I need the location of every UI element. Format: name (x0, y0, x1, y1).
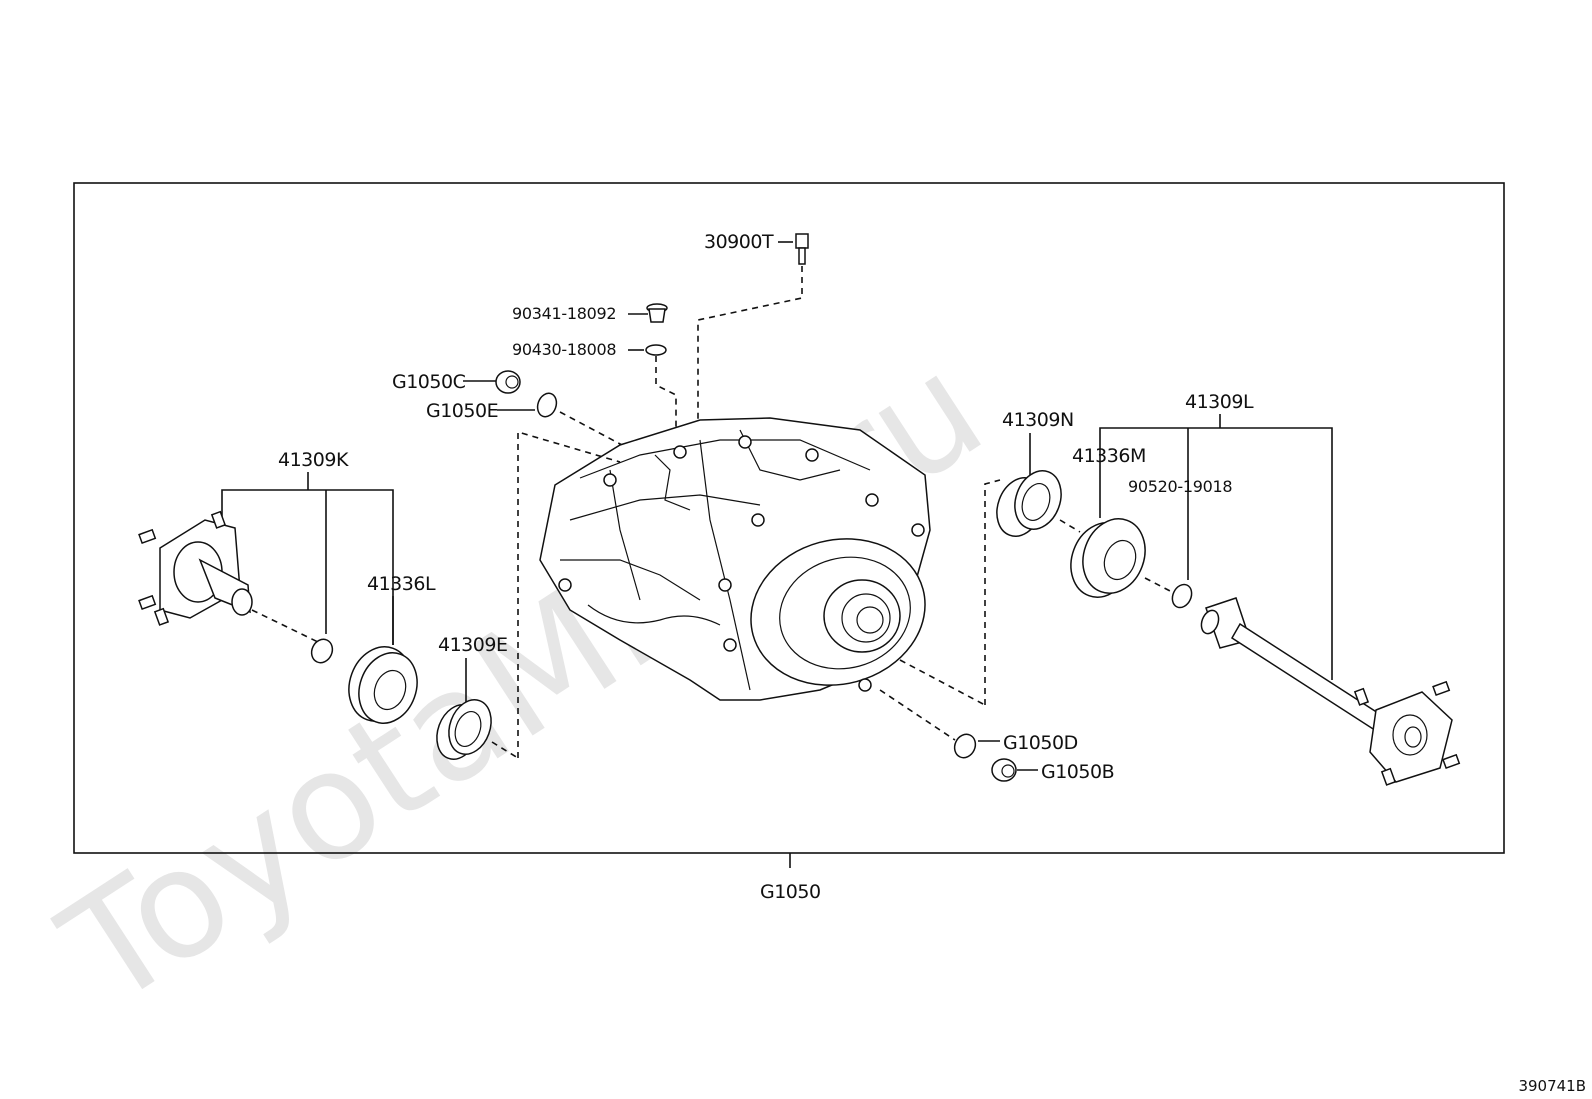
transaxle-housing (539, 417, 931, 701)
callout-41309N[interactable]: 41309N (1002, 409, 1074, 431)
dash-left-shaft (251, 609, 319, 643)
gasket-90430-icon (645, 344, 667, 356)
dash-41309N-bracket (984, 479, 1001, 705)
callout-41309K[interactable]: 41309K (278, 449, 349, 471)
bracket-41309L (1099, 427, 1333, 680)
callout-G1050D[interactable]: G1050D (1003, 732, 1078, 754)
callout-G1050C[interactable]: G1050C (392, 371, 466, 393)
bearing-41309E-icon (436, 699, 492, 760)
flange-shaft-left-icon (138, 510, 253, 626)
snap-ring-90520-icon (1171, 583, 1193, 609)
gasket-G1050D-icon (953, 733, 977, 759)
gasket-G1050E-icon (536, 392, 558, 418)
callout-G1050E[interactable]: G1050E (426, 400, 499, 422)
dash-41309N (1059, 519, 1081, 533)
dash-41309E (491, 741, 519, 759)
callout-G1050B[interactable]: G1050B (1041, 761, 1115, 783)
snap-ring-left-icon (310, 638, 334, 664)
drive-shaft-right-icon (1200, 597, 1461, 786)
callout-41309E[interactable]: 41309E (438, 634, 508, 656)
dash-G1050D (879, 689, 956, 741)
bearing-41309N-icon (996, 470, 1062, 537)
plug-G1050B-icon (991, 758, 1017, 782)
bracket-41309K (221, 489, 394, 645)
callout-30900T[interactable]: 30900T (704, 231, 774, 253)
callout-90520-19018[interactable]: 90520-19018 (1128, 477, 1233, 496)
dash-30900T (697, 266, 803, 440)
plug-G1050C-icon (495, 370, 521, 394)
dash-left-bracket (517, 430, 621, 758)
assembly-label[interactable]: G1050 (760, 881, 821, 903)
callout-90341-18092[interactable]: 90341-18092 (512, 304, 617, 323)
oil-seal-41336M-icon (1070, 518, 1146, 598)
dash-G1050E (559, 411, 623, 446)
oil-seal-41336L-icon (348, 646, 418, 724)
dash-90430 (655, 356, 677, 440)
assembly-frame (73, 182, 1505, 854)
diagram-code: 390741B (1518, 1077, 1586, 1095)
callout-41309L[interactable]: 41309L (1185, 391, 1254, 413)
callout-41336L[interactable]: 41336L (367, 573, 436, 595)
callout-90430-18008[interactable]: 90430-18008 (512, 340, 617, 359)
plug-90341-icon (646, 303, 668, 323)
dash-41336M (1144, 577, 1173, 593)
dash-right-housing (899, 659, 986, 706)
callout-41336M[interactable]: 41336M (1072, 445, 1146, 467)
sensor-30900T-icon (795, 233, 809, 265)
